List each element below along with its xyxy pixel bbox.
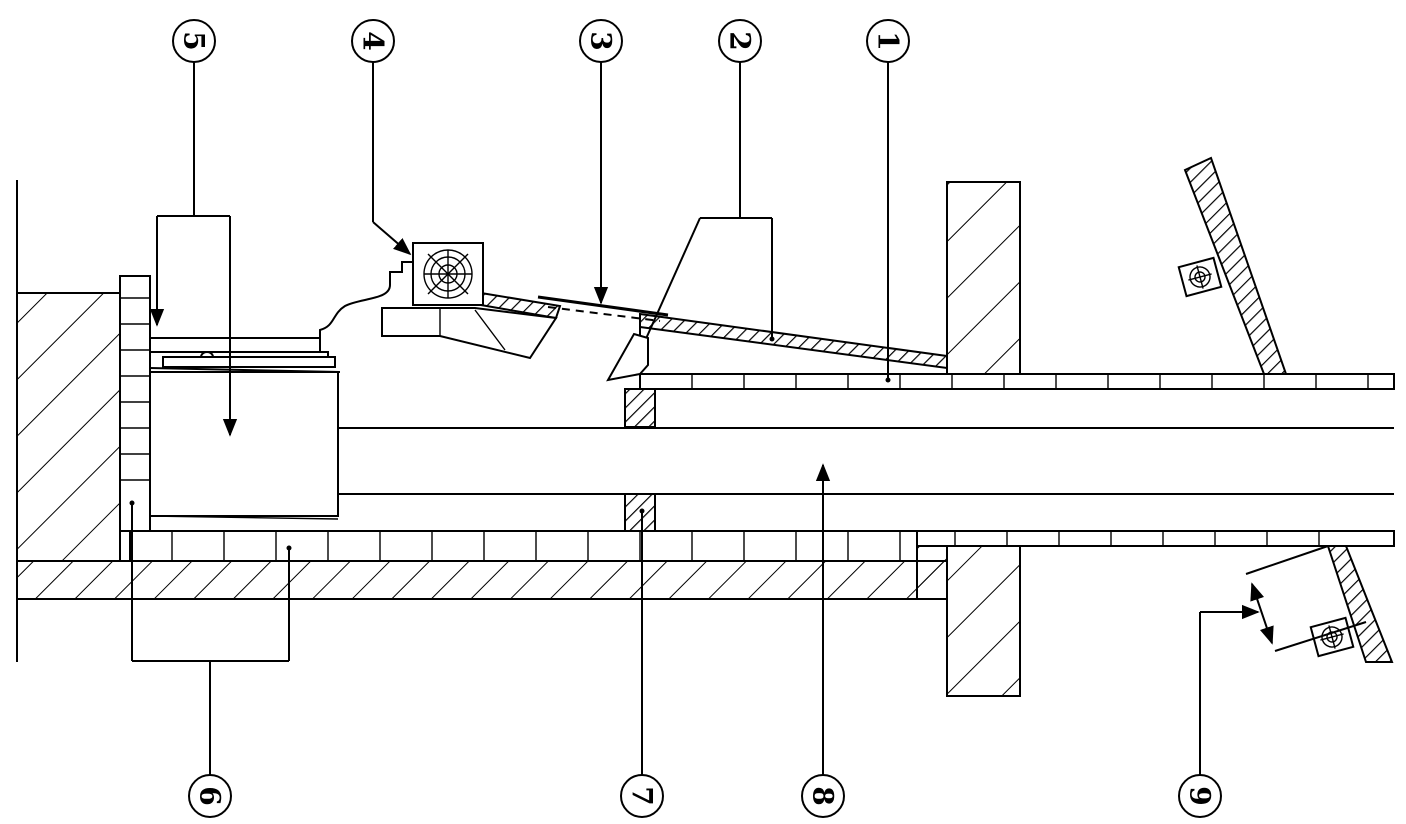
floor-slab — [16, 560, 948, 600]
callout-3: 3 — [579, 19, 623, 63]
callout-7: 7 — [620, 774, 664, 818]
tank — [149, 351, 341, 520]
right-lower-wall — [1245, 545, 1394, 663]
belt-plate — [537, 295, 669, 322]
middle-wall — [946, 181, 1021, 697]
callout-3-label: 3 — [585, 31, 618, 50]
callout-5-label: 5 — [178, 31, 211, 50]
sensor-icon — [1320, 625, 1344, 649]
sensor-icon — [1188, 265, 1212, 289]
callout-2: 2 — [718, 19, 762, 63]
inclined-ramp — [639, 312, 948, 374]
callout-6: 6 — [188, 774, 232, 818]
callout-6-leader — [129, 500, 292, 775]
left-brick-column — [119, 275, 151, 532]
callout-8: 8 — [801, 774, 845, 818]
callout-2-label: 2 — [724, 31, 757, 50]
callout-1: 1 — [866, 19, 910, 63]
callout-1-label: 1 — [872, 31, 905, 50]
callout-4-arrow — [372, 221, 412, 256]
callout-9: 9 — [1178, 774, 1222, 818]
callout-4-label: 4 — [357, 31, 390, 50]
ceiling-brick-row — [639, 373, 1395, 390]
tunnel — [338, 388, 1394, 532]
callout-5: 5 — [172, 19, 216, 63]
floor-brick-row — [129, 530, 1395, 562]
callout-9-leader — [1199, 604, 1260, 775]
post-upper — [624, 388, 656, 428]
callout-4: 4 — [351, 19, 395, 63]
callout-9-label: 9 — [1184, 786, 1217, 805]
left-unit-frame — [150, 337, 320, 353]
floor-slab-transition — [916, 544, 948, 600]
callout-7-label: 7 — [626, 786, 659, 805]
callout-8-label: 8 — [807, 786, 840, 805]
callout-5-leader — [149, 60, 238, 437]
right-upper-wall — [1177, 156, 1288, 375]
fan-bracket — [319, 261, 413, 360]
fan-unit — [412, 242, 484, 306]
post-lower — [624, 493, 656, 532]
fan-icon — [423, 249, 473, 299]
callout-6-label: 6 — [194, 786, 227, 805]
callout-2-leader — [606, 62, 775, 382]
